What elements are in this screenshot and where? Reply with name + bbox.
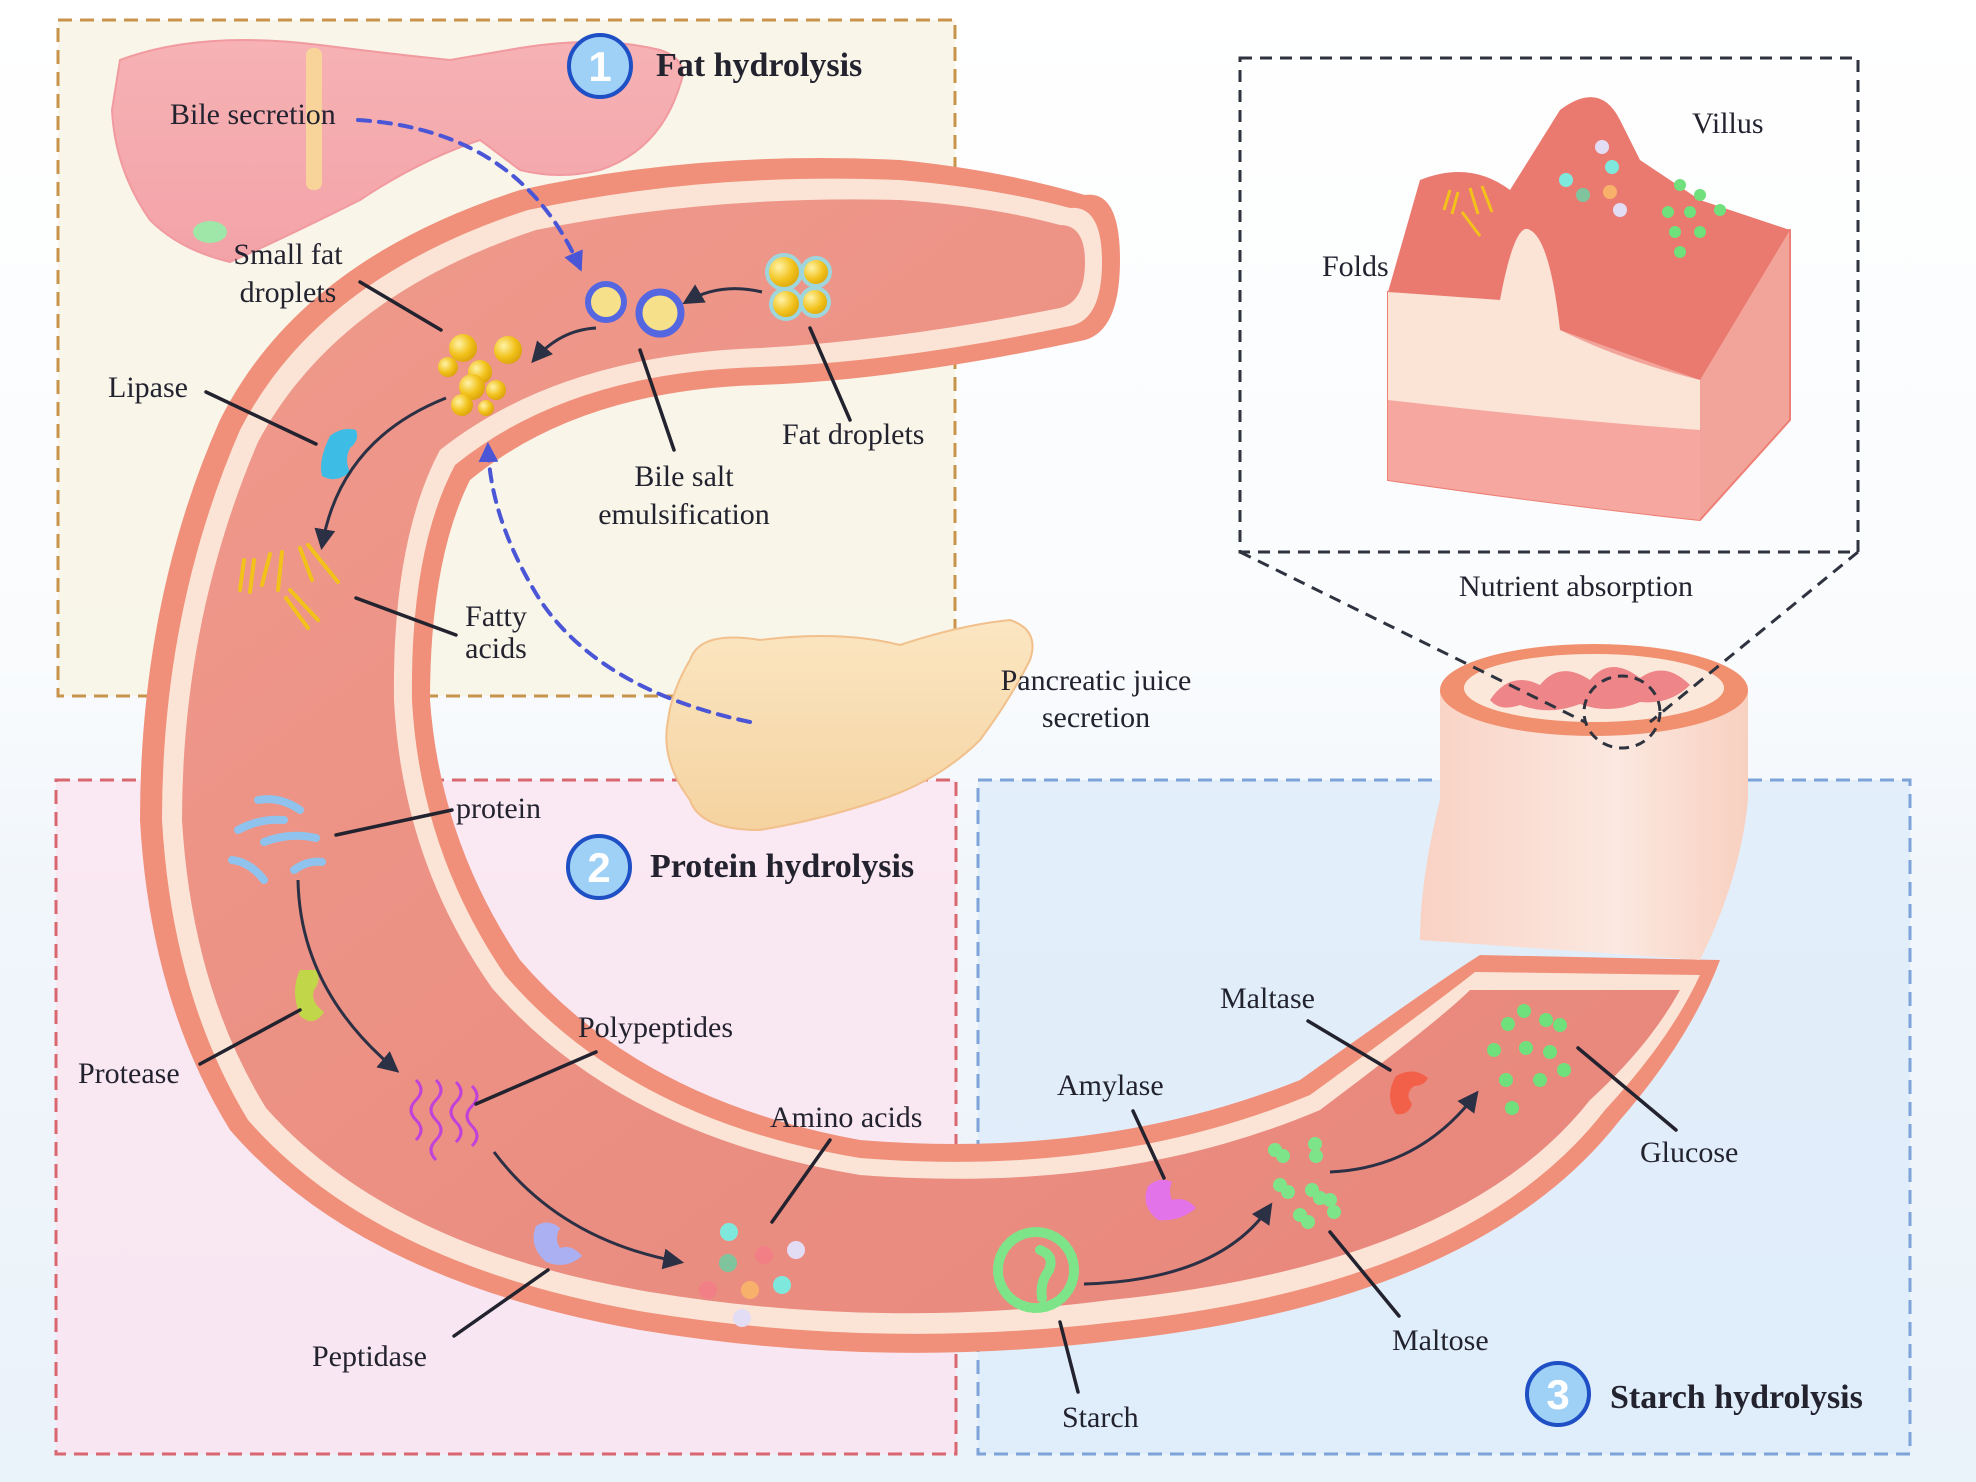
pancreas-illustration [665,618,1034,832]
section-title-fat: Fat hydrolysis [656,47,862,84]
label-polypeptides: Polypeptides [578,1011,733,1044]
secretion-paths [356,118,752,724]
badge-starch: 3 [1525,1361,1591,1427]
badge-number: 2 [587,844,610,891]
badge-number: 3 [1546,1371,1569,1418]
small-intestine-tube [140,158,1720,1353]
absorbed-nutrients [1559,140,1726,258]
small-fat-droplets [438,334,522,416]
label-starch: Starch [1062,1401,1139,1434]
label-fatty-acids-1: Fatty [465,600,527,633]
fat-droplets-large [765,253,832,321]
label-folds: Folds [1322,250,1389,283]
badge-number: 1 [588,43,611,90]
glucose-dots [1487,1004,1571,1115]
protein-strands [228,795,326,884]
section-title-starch: Starch hydrolysis [1610,1379,1863,1416]
flow-arrows [296,284,1479,1286]
peptidase-enzyme-icon [533,1222,582,1265]
amylase-enzyme-icon [1145,1179,1196,1221]
label-bile-salt-1: Bile salt [634,460,734,493]
label-fatty-acids-2: acids [465,632,527,665]
label-maltase: Maltase [1220,982,1315,1015]
bile-salt-micelles [585,281,685,338]
maltose-dots [1268,1137,1341,1229]
maltase-enzyme-icon [1390,1071,1428,1115]
label-villus: Villus [1692,107,1764,140]
label-pancreatic-juice-1: Pancreatic juice [1001,664,1192,697]
label-fat-droplets: Fat droplets [782,418,925,451]
villus-block-illustration [1387,97,1791,522]
absorbed-fatty-acids [1442,185,1494,237]
protease-enzyme-icon [295,970,324,1022]
lipase-enzyme-icon [321,428,358,480]
fatty-acids-icon [238,543,340,630]
label-peptidase: Peptidase [312,1340,427,1373]
badge-fat: 1 [567,33,633,99]
absorption-callout [1238,56,1860,750]
leader-lines [198,280,1678,1394]
label-nutrient-absorption: Nutrient absorption [1459,570,1693,603]
label-protease: Protease [78,1057,180,1090]
label-small-fat-droplets-2: droplets [240,276,337,309]
tube-cross-section [1420,644,1748,960]
label-pancreatic-juice-2: secretion [1042,701,1150,734]
starch-spiral [993,1227,1079,1313]
label-maltose: Maltose [1392,1324,1489,1357]
amino-acid-dots [699,1223,805,1327]
label-small-fat-droplets-1: Small fat [233,238,343,271]
polypeptide-chains [409,1078,479,1162]
label-lipase: Lipase [108,371,188,404]
label-bile-salt-2: emulsification [598,498,770,531]
label-amino-acids: Amino acids [770,1101,922,1134]
section-title-protein: Protein hydrolysis [650,848,914,885]
label-protein: protein [456,792,541,825]
badge-protein: 2 [566,834,632,900]
gallbladder-icon [193,221,227,243]
liver-illustration [110,39,684,264]
label-bile-secretion: Bile secretion [170,98,336,131]
label-glucose: Glucose [1640,1136,1738,1169]
label-amylase: Amylase [1057,1069,1164,1102]
